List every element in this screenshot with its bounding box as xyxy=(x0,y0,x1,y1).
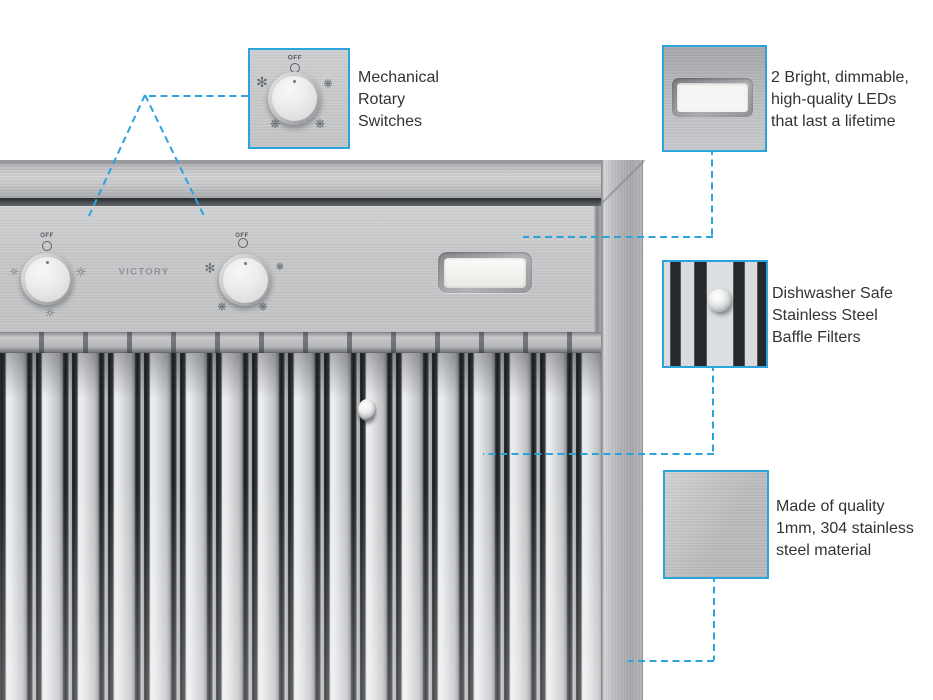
caption-line: that last a lifetime xyxy=(771,113,896,130)
fan-knob-face xyxy=(222,257,268,303)
fan-high-speed-icon: ✻ xyxy=(204,261,216,277)
light-dim-icon: ☼ xyxy=(9,265,19,279)
light-knob-off-indicator xyxy=(42,241,52,251)
fan-knob-off-label: OFF xyxy=(235,233,249,239)
caption-led-lights: 2 Bright, dimmable, high-quality LEDs th… xyxy=(771,67,909,133)
light-knob xyxy=(21,253,73,305)
inset-led-lens xyxy=(677,83,748,112)
inset-fan-speed-icon-left: ❋ xyxy=(269,117,281,131)
caption-line: Dishwasher Safe xyxy=(772,285,893,302)
hood-top-groove xyxy=(0,198,601,206)
filter-handle xyxy=(358,399,376,421)
caption-stainless-steel: Made of quality 1mm, 304 stainless steel… xyxy=(776,496,914,562)
range-hood-photo: OFF ☼ ☼ ☼ VICTORY OFF ✻ ❋ ❋ xyxy=(0,159,646,700)
light-control-knob-group: OFF ☼ ☼ ☼ xyxy=(0,160,643,700)
caption-line: Baffle Filters xyxy=(772,329,861,346)
hood-panel-seam xyxy=(594,206,601,332)
inset-led-bezel xyxy=(672,78,753,117)
light-bright-icon: ☼ xyxy=(75,265,87,281)
inset-rotary-switch-closeup: OFF ✻ ❋ ❋ ❋ xyxy=(248,48,350,149)
light-knob-face xyxy=(24,256,70,302)
inset-filter-handle xyxy=(707,288,731,312)
baffle-filters xyxy=(0,353,601,700)
caption-line: Switches xyxy=(358,113,423,130)
fan-knob-off-indicator xyxy=(238,238,248,248)
caption-line: Stainless Steel xyxy=(772,307,878,324)
fan-knob-pointer-dot xyxy=(243,261,247,265)
fan-speed-icon-right: ❋ xyxy=(258,300,268,314)
light-knob-off-label: OFF xyxy=(40,233,54,239)
inset-knob-face xyxy=(272,76,317,121)
hood-right-trim xyxy=(601,160,643,700)
caption-line: high-quality LEDs xyxy=(771,91,897,108)
inset-knob-off-label: OFF xyxy=(287,54,303,62)
inset-fan-speed-icon-right: ❋ xyxy=(314,117,326,131)
led-light-bezel xyxy=(438,252,532,293)
light-knob-pointer-dot xyxy=(45,260,49,264)
light-medium-icon: ☼ xyxy=(44,306,56,320)
caption-line: 1mm, 304 stainless xyxy=(776,520,914,537)
brand-logo: VICTORY xyxy=(118,266,170,278)
caption-baffle-filters: Dishwasher Safe Stainless Steel Baffle F… xyxy=(772,283,893,349)
filter-top-rail xyxy=(0,332,601,353)
inset-knob-pointer-dot xyxy=(293,80,296,83)
led-light-lens xyxy=(444,257,526,288)
inset-stainless-steel-closeup xyxy=(663,470,769,579)
fan-knob xyxy=(219,254,271,306)
fan-control-knob-group: OFF ✻ ❋ ❋ ❋ xyxy=(0,160,643,700)
fan-low-speed-icon: ❋ xyxy=(275,262,285,273)
inset-baffle-filter-closeup xyxy=(662,260,768,368)
caption-line: Rotary xyxy=(358,91,406,108)
caption-line: 2 Bright, dimmable, xyxy=(771,69,909,86)
caption-line: steel material xyxy=(776,542,872,559)
inset-fan-high-speed-icon: ✻ xyxy=(256,75,268,91)
caption-line: Mechanical xyxy=(358,69,439,86)
inset-led-light-closeup xyxy=(662,45,767,152)
inset-knob xyxy=(268,72,321,125)
caption-rotary-switches: Mechanical Rotary Switches xyxy=(358,67,439,133)
inset-fan-low-speed-icon: ❋ xyxy=(323,77,333,91)
fan-speed-icon-left: ❋ xyxy=(217,300,227,314)
caption-line: Made of quality xyxy=(776,498,885,515)
